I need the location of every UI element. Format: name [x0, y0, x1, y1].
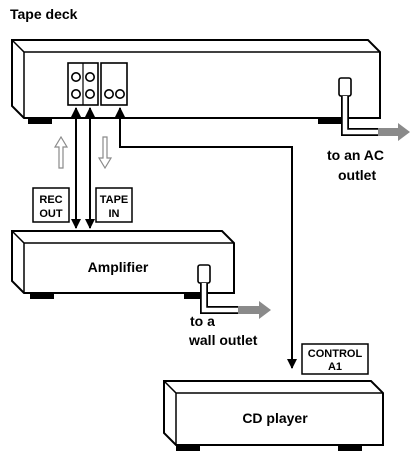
- rec-out-label: REC OUT: [32, 187, 70, 223]
- amplifier-power-cable-core: [201, 283, 238, 313]
- wall-outlet-arrow: [238, 301, 271, 319]
- amplifier-front-edge: [11, 230, 234, 293]
- control-a1-jack-panel: [100, 62, 128, 106]
- amplifier-label: Amplifier: [88, 259, 149, 275]
- cd-player-body: [163, 380, 384, 446]
- tape-in-label: TAPE IN: [95, 187, 133, 223]
- control-a1-label: CONTROL A1: [301, 343, 369, 375]
- signal-flow-up-arrow: [53, 135, 69, 169]
- rec-out-jack-1: [71, 72, 82, 83]
- tape-deck-power-cable-core: [342, 96, 378, 135]
- tape-in-label-line2: IN: [109, 208, 120, 220]
- cd-player-label: CD player: [242, 410, 308, 426]
- rec-out-jack-panel: [67, 62, 99, 106]
- cd-player-front-edge: [163, 380, 383, 445]
- signal-flow-down-arrow: [97, 136, 113, 170]
- wall-outlet-label-line1: to a: [190, 313, 215, 329]
- cd-player-foot-left: [176, 445, 200, 451]
- amplifier-power-socket: [197, 264, 211, 284]
- control-a1-label-line1: CONTROL: [308, 348, 363, 360]
- ac-outlet-label-line2: outlet: [338, 167, 376, 183]
- tape-deck-title: Tape deck: [10, 6, 78, 22]
- cd-player: CD player: [163, 380, 384, 451]
- amplifier: Amplifier: [11, 230, 235, 299]
- tape-deck: [11, 39, 381, 124]
- ac-outlet-label-line1: to an AC: [327, 147, 384, 163]
- tape-deck-power-socket: [338, 77, 352, 97]
- control-a1-cable: [115, 107, 297, 369]
- tape-deck-front-edge: [11, 39, 380, 118]
- amplifier-foot-right: [184, 293, 208, 299]
- amplifier-body: [11, 230, 235, 294]
- tape-in-jack-2: [85, 89, 96, 100]
- signal-flow-arrows: [53, 135, 113, 170]
- cd-player-foot-right: [338, 445, 362, 451]
- rec-out-label-line2: OUT: [39, 208, 63, 220]
- rec-out-label-line1: REC: [39, 194, 62, 206]
- wall-outlet-label-line2: wall outlet: [188, 332, 258, 348]
- tape-in-label-line1: TAPE: [100, 194, 129, 206]
- rec-out-jack-2: [85, 72, 96, 83]
- tape-deck-foot-left: [28, 118, 52, 124]
- control-a1-jack-1: [104, 89, 115, 100]
- control-a1-label-line2: A1: [328, 361, 342, 373]
- amplifier-foot-left: [30, 293, 54, 299]
- control-a1-jack-2: [115, 89, 126, 100]
- tape-in-jack-1: [71, 89, 82, 100]
- ac-outlet-arrow: [378, 123, 410, 141]
- tape-deck-foot-right: [318, 118, 342, 124]
